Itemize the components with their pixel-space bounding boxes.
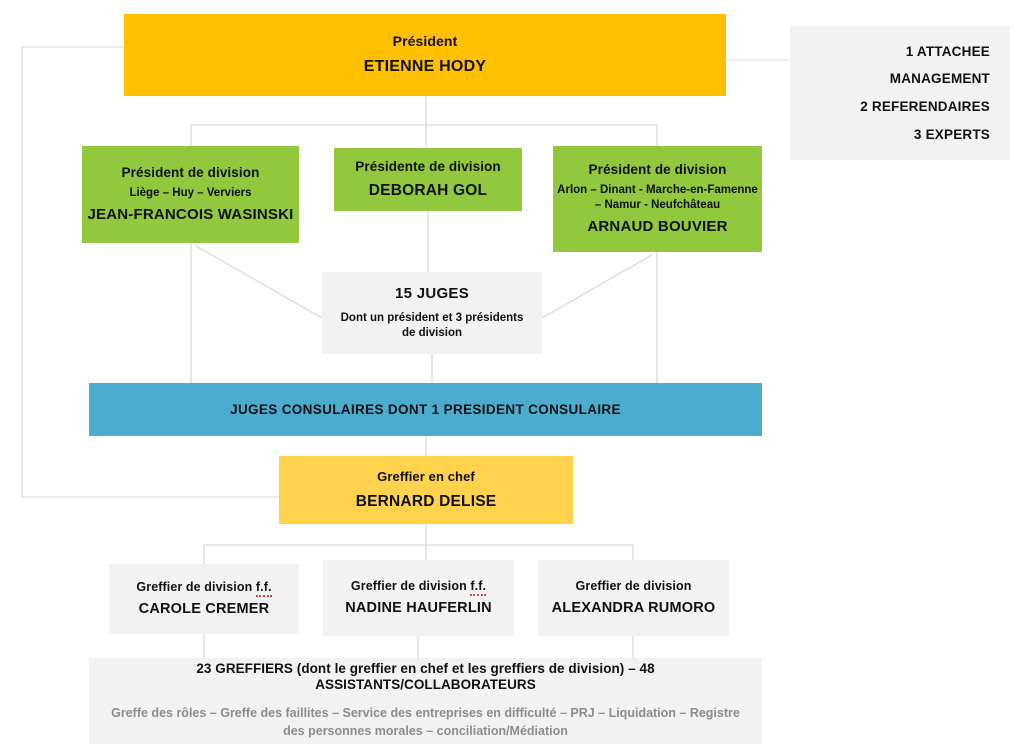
node-greffier-division-3[interactable]: Greffier de division ALEXANDRA RUMORO: [538, 560, 729, 636]
division-liege-role: Président de division: [121, 164, 260, 180]
greffier-division-2-suffix: f.f.: [470, 578, 487, 596]
greffier-division-2-role: Greffier de division f.f.: [323, 578, 514, 596]
division-arlon-region: Arlon – Dinant - Marche-en-Famenne – Nam…: [557, 183, 758, 211]
node-division-gol[interactable]: Présidente de division DEBORAH GOL: [334, 148, 522, 211]
node-division-arlon[interactable]: Président de division Arlon – Dinant - M…: [553, 146, 762, 252]
greffier-division-1-role-text: Greffier de division: [136, 579, 253, 594]
greffier-chef-name: BERNARD DELISE: [355, 492, 497, 510]
division-gol-role: Présidente de division: [355, 158, 501, 174]
division-arlon-name: ARNAUD BOUVIER: [587, 218, 728, 236]
node-staff-summary[interactable]: 23 GREFFIERS (dont le greffier en chef e…: [89, 658, 762, 744]
division-liege-name: JEAN-FRANCOIS WASINSKI: [87, 206, 294, 224]
greffier-division-3-role-text: Greffier de division: [575, 578, 692, 593]
greffier-chef-role: Greffier en chef: [377, 469, 475, 485]
node-greffier-division-2[interactable]: Greffier de division f.f. NADINE HAUFERL…: [323, 560, 514, 636]
staff-line-2: 2 REFERENDAIRES: [860, 99, 990, 114]
judges-headline: 15 JUGES: [394, 284, 470, 302]
greffier-division-2-name: NADINE HAUFERLIN: [345, 600, 492, 617]
staff-line-3: 3 EXPERTS: [913, 126, 990, 142]
president-role: Président: [392, 32, 458, 49]
division-gol-name: DEBORAH GOL: [368, 181, 488, 199]
greffier-division-1-role: Greffier de division f.f.: [109, 579, 299, 597]
node-division-liege[interactable]: Président de division Liège – Huy – Verv…: [82, 146, 299, 243]
division-arlon-role: Président de division: [588, 161, 727, 177]
consular-label: JUGES CONSULAIRES DONT 1 PRESIDENT CONSU…: [230, 401, 621, 417]
greffier-division-3-role: Greffier de division: [538, 579, 729, 594]
node-greffier-en-chef[interactable]: Greffier en chef BERNARD DELISE: [279, 456, 573, 524]
greffier-division-2-role-text: Greffier de division: [350, 578, 467, 593]
judges-subtitle: Dont un président et 3 présidents de div…: [340, 312, 524, 340]
greffier-division-1-name: CAROLE CREMER: [138, 601, 270, 618]
node-support-staff[interactable]: 1 ATTACHEE MANAGEMENT 2 REFERENDAIRES 3 …: [790, 26, 1010, 160]
node-consular-judges[interactable]: JUGES CONSULAIRES DONT 1 PRESIDENT CONSU…: [89, 383, 762, 436]
greffier-division-1-suffix: f.f.: [255, 579, 272, 597]
greffier-division-3-name: ALEXANDRA RUMORO: [551, 600, 716, 617]
staff-summary-line-2: Greffe des rôles – Greffe des faillites …: [111, 706, 740, 739]
node-greffier-division-1[interactable]: Greffier de division f.f. CAROLE CREMER: [109, 564, 299, 634]
president-name: ETIENNE HODY: [363, 58, 487, 76]
staff-line-1: 1 ATTACHEE MANAGEMENT: [889, 43, 990, 87]
node-judges[interactable]: 15 JUGES Dont un président et 3 présiden…: [322, 272, 542, 354]
division-liege-region: Liège – Huy – Verviers: [129, 186, 252, 199]
staff-summary-line-1: 23 GREFFIERS (dont le greffier en chef e…: [196, 661, 655, 693]
node-president[interactable]: Président ETIENNE HODY: [124, 14, 726, 96]
